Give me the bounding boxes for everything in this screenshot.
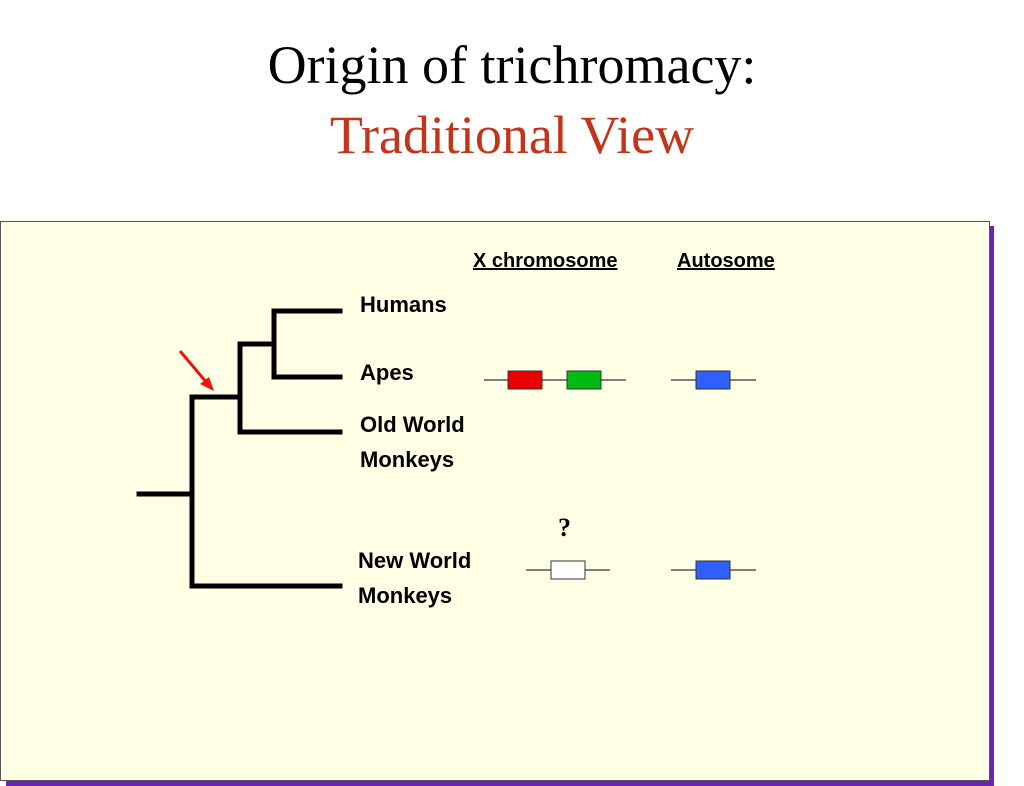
blue-opsin-gene: [695, 370, 731, 390]
new-world-x-chromosome: [526, 560, 610, 580]
blue-opsin-gene: [695, 560, 731, 580]
slide-title: Origin of trichromacy: Traditional View: [0, 30, 1024, 170]
label-new-world-line1: New World: [358, 548, 472, 573]
green-opsin-gene: [566, 370, 602, 390]
new-world-autosome: [671, 560, 756, 580]
apes-autosome: [671, 370, 756, 390]
phylogeny-diagram: [136, 308, 756, 589]
label-old-world-line1: Old World: [360, 412, 465, 437]
unknown-marker: ?: [558, 513, 571, 542]
title-line-2: Traditional View: [329, 105, 695, 165]
unknown-opsin-gene: [550, 560, 586, 580]
label-apes: Apes: [360, 360, 414, 385]
diagram-panel: [0, 221, 990, 781]
label-humans: Humans: [360, 292, 447, 317]
x-chromosome-header: X chromosome: [473, 250, 618, 272]
label-old-world-line2: Monkeys: [360, 447, 455, 472]
apes-x-chromosome: [484, 370, 626, 390]
phylogenetic-tree: [136, 308, 343, 589]
autosome-header: Autosome: [677, 250, 775, 272]
title-line-1: Origin of trichromacy:: [267, 35, 757, 95]
label-new-world-line2: Monkeys: [358, 583, 453, 608]
red-opsin-gene: [507, 370, 543, 390]
origin-arrow: [178, 350, 214, 391]
